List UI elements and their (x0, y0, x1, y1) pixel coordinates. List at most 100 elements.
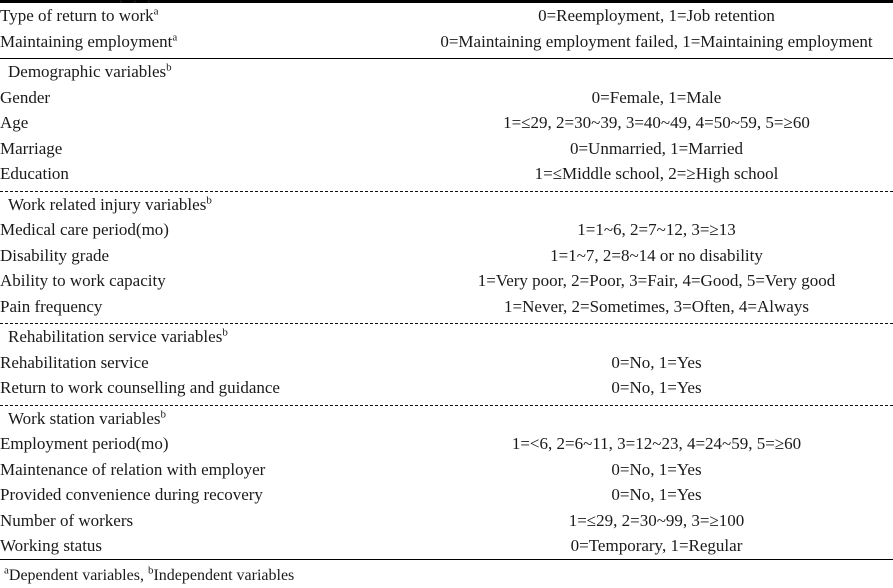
table-row: Working status 0=Temporary, 1=Regular (0, 533, 893, 559)
table-row: Ability to work capacity 1=Very poor, 2=… (0, 268, 893, 294)
section-header-superscript: b (206, 193, 212, 206)
row-label: Maintaining employment (0, 31, 173, 51)
table-row: Rehabilitation service 0=No, 1=Yes (0, 350, 893, 376)
row-value-cell: 1=1~6, 2=7~12, 3=≥13 (577, 220, 736, 239)
section-separator-dashed (0, 190, 893, 192)
row-label-cell: Education (0, 161, 420, 187)
row-label: Education (0, 164, 69, 183)
section-separator-solid (0, 58, 893, 59)
table-row: Marriage 0=Unmarried, 1=Married (0, 136, 893, 162)
row-value-cell: 0=Temporary, 1=Regular (570, 536, 743, 555)
row-value-cell: 1=<6, 2=6~11, 3=12~23, 4=24~59, 5=≥60 (511, 434, 802, 453)
row-label: Rehabilitation service (0, 352, 149, 372)
section-header-cell: Demographic variablesb (0, 59, 420, 85)
section-separator-cell (0, 54, 893, 59)
section-separator-cell (0, 319, 893, 324)
row-label-cell: Medical care period(mo) (0, 217, 420, 243)
table-row: Gender 0=Female, 1=Male (0, 85, 893, 111)
footnote-marker-b: b (147, 564, 154, 577)
row-label-cell: Employment period(mo) (0, 431, 420, 457)
clipped-row-artifact: · · · (118, 0, 638, 3)
row-label-cell: Ability to work capacity (0, 268, 420, 294)
table-row: Education 1=≤Middle school, 2=≥High scho… (0, 161, 893, 187)
row-value-cell: 1=≤Middle school, 2=≥High school (534, 164, 779, 183)
row-label-cell: Gender (0, 85, 420, 111)
section-separator-row (0, 187, 893, 192)
row-value-cell: 0=No, 1=Yes (611, 352, 702, 372)
section-header-cell: Rehabilitation service variablesb (0, 324, 420, 350)
row-label: Disability grade (0, 245, 110, 265)
table-footnote: aDependent variables, bIndependent varia… (0, 560, 893, 588)
clipped-row-artifact-text: · · · (118, 0, 638, 3)
row-value-cell: 0=Reemployment, 1=Job retention (538, 6, 775, 25)
section-header-superscript: b (222, 326, 228, 339)
row-label-cell: Disability grade (0, 243, 420, 269)
row-label: Gender (0, 87, 51, 107)
table-row: Provided convenience during recovery 0=N… (0, 482, 893, 508)
row-label: Type of return to work (0, 6, 154, 25)
table-row: Return to work counselling and guidance … (0, 375, 893, 401)
row-label-cell: Rehabilitation service (0, 350, 420, 376)
section-header-row: Work related injury variablesb (0, 192, 893, 218)
row-label: Maintenance of relation with employer (0, 459, 266, 479)
variable-table: Type of return to worka 0=Reemployment, … (0, 3, 893, 559)
section-separator-row (0, 319, 893, 324)
table-row: Age 1=≤29, 2=30~39, 3=40~49, 4=50~59, 5=… (0, 110, 893, 136)
row-label-superscript: a (153, 5, 159, 18)
section-header-value-cell (420, 59, 893, 85)
section-header-row: Demographic variablesb (0, 59, 893, 85)
table-bottom-rule (0, 558, 893, 560)
table-row: Number of workers 1=≤29, 2=30~99, 3=≥100 (0, 508, 893, 534)
table-row: Medical care period(mo) 1=1~6, 2=7~12, 3… (0, 217, 893, 243)
row-label: Age (0, 113, 29, 132)
section-header-label: Rehabilitation service variables (8, 327, 223, 346)
row-label-cell: Provided convenience during recovery (0, 482, 420, 508)
section-separator-cell (0, 401, 893, 406)
section-header-label: Demographic variables (8, 62, 167, 81)
row-label: Return to work counselling and guidance (0, 378, 280, 397)
row-label: Provided convenience during recovery (0, 485, 263, 504)
table-row: Type of return to worka 0=Reemployment, … (0, 3, 893, 29)
row-value-cell: 0=No, 1=Yes (611, 378, 702, 397)
row-label: Marriage (0, 138, 63, 158)
row-value-cell: 1=≤29, 2=30~99, 3=≥100 (568, 510, 745, 530)
row-value-cell: 0=Female, 1=Male (591, 87, 722, 107)
section-separator-row (0, 401, 893, 406)
table-row: Maintenance of relation with employer 0=… (0, 457, 893, 483)
section-header-superscript: b (166, 61, 172, 74)
row-label-cell: Return to work counselling and guidance (0, 375, 420, 401)
row-value-cell: 1=≤29, 2=30~39, 3=40~49, 4=50~59, 5=≥60 (503, 113, 810, 132)
section-header-row: Work station variablesb (0, 406, 893, 432)
row-label: Working status (0, 536, 103, 555)
section-header-superscript: b (160, 407, 167, 420)
section-separator-dashed (0, 323, 893, 324)
row-value-cell: 0=Maintaining employment failed, 1=Maint… (440, 31, 873, 51)
section-header-cell: Work station variablesb (0, 406, 420, 432)
section-header-label: Work station variables (8, 408, 161, 428)
section-separator-row (0, 54, 893, 59)
row-label: Employment period(mo) (0, 434, 169, 453)
row-label-cell: Maintenance of relation with employer (0, 457, 420, 483)
row-value-cell: 0=Unmarried, 1=Married (569, 138, 744, 158)
row-value-cell: 1=1~7, 2=8~14 or no disability (550, 245, 763, 265)
row-label: Pain frequency (0, 296, 103, 316)
row-label-cell: Number of workers (0, 508, 420, 534)
footnote-text-a: Dependent variables, (8, 566, 148, 584)
row-label: Number of workers (0, 510, 134, 530)
section-header-cell: Work related injury variablesb (0, 192, 420, 218)
row-label-superscript: a (172, 30, 178, 43)
section-separator-cell (0, 187, 893, 192)
table-top-rule (0, 0, 893, 3)
section-header-row: Rehabilitation service variablesb (0, 324, 893, 350)
row-label-cell: Working status (0, 533, 420, 559)
row-label: Medical care period(mo) (0, 220, 169, 239)
table-row: Employment period(mo) 1=<6, 2=6~11, 3=12… (0, 431, 893, 457)
row-label-cell: Maintaining employmenta (0, 29, 420, 55)
row-label-cell: Age (0, 110, 420, 136)
section-header-label: Work related injury variables (8, 194, 207, 214)
section-header-value-cell (420, 324, 893, 350)
row-label-cell: Marriage (0, 136, 420, 162)
table-row: Pain frequency 1=Never, 2=Sometimes, 3=O… (0, 294, 893, 320)
section-header-value-cell (420, 192, 893, 218)
